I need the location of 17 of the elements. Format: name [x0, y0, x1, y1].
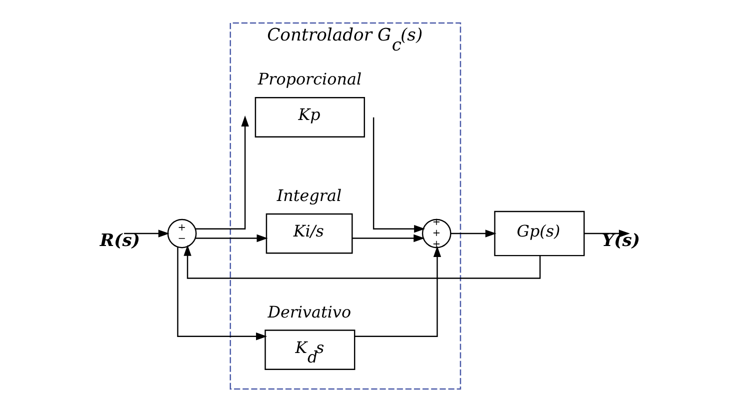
- node-box: Ki/s: [265, 213, 352, 254]
- edge-label: R(s): [99, 231, 140, 252]
- node-label: Proporcional: [257, 70, 362, 89]
- arrow: [450, 230, 496, 238]
- arrow: [194, 116, 248, 230]
- node-label: Derivativo: [267, 302, 351, 322]
- arrow: [352, 234, 424, 242]
- arrow: [372, 117, 425, 233]
- node-circle: + −: [166, 218, 196, 248]
- arrow: [195, 234, 268, 242]
- arrow: [176, 246, 267, 340]
- arrow: [354, 246, 441, 337]
- arrow: [124, 230, 169, 238]
- node-box: Gp(s): [494, 210, 584, 256]
- node-box: Kp: [254, 97, 365, 138]
- node-label: Integral: [276, 186, 342, 205]
- arrow: [183, 244, 540, 279]
